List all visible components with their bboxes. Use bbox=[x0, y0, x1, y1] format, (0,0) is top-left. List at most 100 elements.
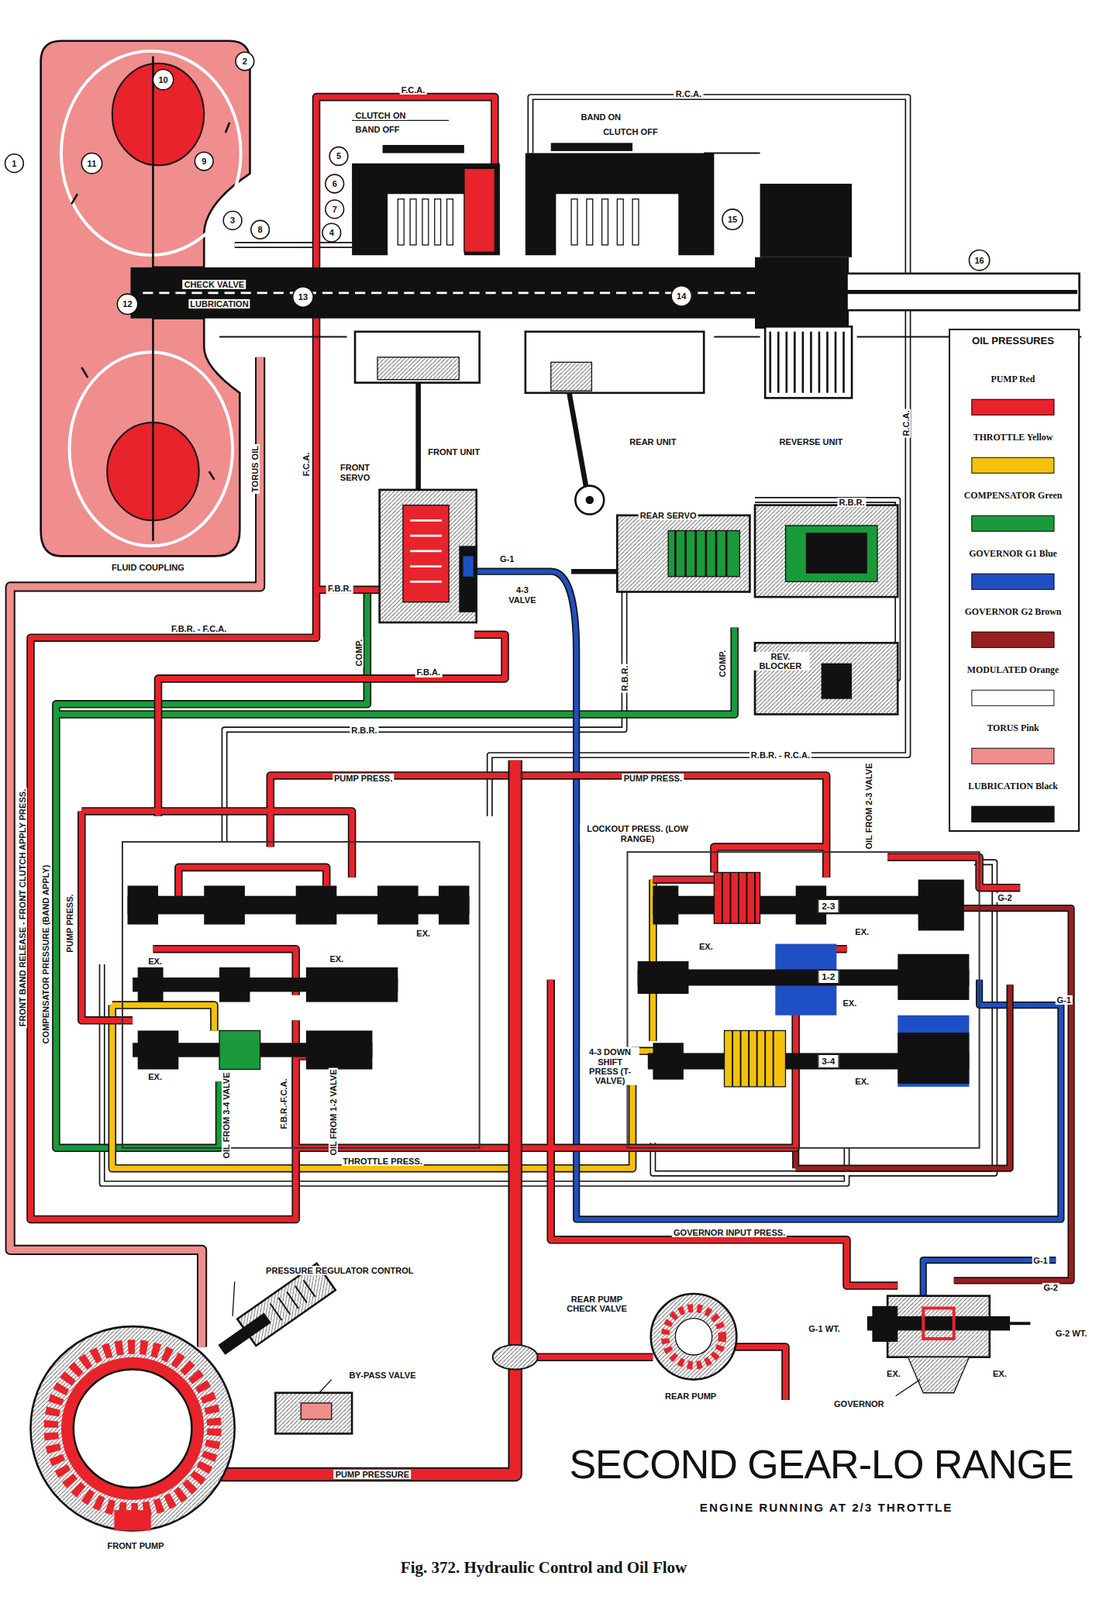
valve-number: 3-4 bbox=[821, 1055, 835, 1067]
part-label: F.C.A. bbox=[399, 85, 428, 95]
callout-number: 10 bbox=[158, 75, 168, 85]
part-label: PUMP PRESS. bbox=[622, 773, 684, 783]
part-label: PUMP PRESS. bbox=[332, 773, 394, 783]
callout-number: 4 bbox=[329, 227, 335, 238]
callout-number: 6 bbox=[332, 179, 338, 189]
part-label: BY-PASS VALVE bbox=[348, 1370, 418, 1380]
part-label: F.B.A. bbox=[414, 667, 442, 677]
part-label: EX. bbox=[327, 954, 345, 964]
part-label: CLUTCH OFF bbox=[601, 127, 660, 137]
valve-label: 3-4 bbox=[817, 1054, 839, 1069]
legend-text: MODULATED Orange bbox=[955, 665, 1072, 676]
part-label: REAR PUMP CHECK VALVE bbox=[554, 1294, 639, 1313]
part-label: THROTTLE PRESS. bbox=[341, 1156, 424, 1166]
callout-number: 1 bbox=[11, 158, 17, 169]
part-label: FRONT SERVO bbox=[330, 462, 380, 482]
legend-swatch bbox=[971, 515, 1055, 531]
part-label: G-2 bbox=[1041, 1282, 1059, 1293]
part-label: FLUID COUPLING bbox=[110, 562, 187, 573]
part-label: EX. bbox=[991, 1368, 1009, 1379]
part-label: F.B.R. bbox=[326, 583, 354, 593]
legend-swatch bbox=[971, 747, 1055, 764]
legend-swatch bbox=[971, 457, 1055, 473]
figure-caption: Fig. 372. Hydraulic Control and Oil Flow bbox=[400, 1557, 687, 1577]
part-label: GOVERNOR bbox=[832, 1399, 886, 1409]
part-label: EX. bbox=[697, 941, 715, 952]
part-label: EX. bbox=[853, 1076, 871, 1086]
part-label: PRESSURE REGULATOR CONTROL bbox=[264, 1265, 415, 1275]
part-label: F.C.A. bbox=[301, 451, 311, 479]
legend-text: THROTTLE Yellow bbox=[955, 432, 1072, 443]
part-label: CLUTCH ON bbox=[353, 110, 407, 121]
part-label: R.B.R. - R.C.A. bbox=[749, 750, 812, 760]
part-label: 4-3 DOWN SHIFT PRESS (T-VALVE) bbox=[580, 1047, 640, 1086]
part-label: EX. bbox=[841, 998, 859, 1008]
legend-text: COMPENSATOR Green bbox=[955, 490, 1072, 501]
part-label: G-2 WT. bbox=[1054, 1328, 1089, 1338]
callout-number: 7 bbox=[332, 204, 338, 214]
part-label: REAR UNIT bbox=[627, 437, 678, 447]
part-label: COMP. bbox=[717, 647, 728, 679]
part-label: COMPENSATOR PRESSURE (BAND APPLY) bbox=[41, 862, 51, 1045]
callout-number: 5 bbox=[336, 151, 342, 161]
part-label: G-1 bbox=[1031, 1254, 1049, 1265]
part-label: R.B.R. bbox=[349, 725, 379, 735]
legend-swatch bbox=[971, 689, 1055, 706]
part-label: LOCKOUT PRESS. (LOW RANGE) bbox=[579, 823, 696, 843]
callout-number: 12 bbox=[122, 299, 132, 309]
part-label: PUMP PRESS. bbox=[64, 892, 74, 955]
part-label: FRONT BAND RELEASE - FRONT CLUTCH APPLY … bbox=[17, 787, 28, 1028]
part-label: EX. bbox=[146, 956, 164, 966]
part-label: REV. BLOCKER bbox=[751, 651, 810, 671]
part-label: G-1 WT. bbox=[806, 1323, 842, 1334]
legend-text: LUBRICATION Black bbox=[955, 781, 1072, 792]
callout-number: 11 bbox=[87, 158, 97, 169]
part-label: OIL PRESSURES bbox=[970, 334, 1056, 346]
callout-number: 16 bbox=[974, 255, 984, 266]
callout-number: 9 bbox=[201, 156, 207, 166]
part-label: R.B.R. bbox=[619, 664, 629, 693]
valve-label: 2-3 bbox=[817, 899, 839, 914]
part-label: TORUS OIL bbox=[250, 444, 260, 494]
legend-text: PUMP Red bbox=[955, 374, 1072, 385]
legend-swatch bbox=[971, 631, 1055, 648]
diagram-title: SECOND GEAR-LO RANGE bbox=[568, 1440, 1073, 1488]
part-label: OIL FROM 1-2 VALVE bbox=[328, 1067, 338, 1157]
part-label: EX. bbox=[414, 928, 432, 938]
legend-swatch bbox=[971, 573, 1055, 590]
part-label: F.B.R. - F.C.A. bbox=[169, 623, 228, 634]
part-label: R.B.R. bbox=[837, 497, 866, 507]
part-label: F.B.R.-F.C.A. bbox=[279, 1077, 289, 1131]
part-label: FRONT UNIT bbox=[426, 447, 482, 457]
callout-number: 13 bbox=[298, 292, 308, 302]
callout-number: 15 bbox=[727, 214, 738, 224]
part-label: COMP. bbox=[354, 637, 364, 669]
part-label: R.C.A. bbox=[901, 409, 911, 438]
legend-swatch bbox=[971, 806, 1055, 822]
part-label: BAND ON bbox=[578, 112, 623, 122]
part-label: 4-3 VALVE bbox=[500, 585, 545, 604]
part-label: REAR PUMP bbox=[663, 1391, 718, 1401]
part-label: GOVERNOR INPUT PRESS. bbox=[671, 1227, 787, 1238]
part-label: OIL FROM 2-3 VALVE bbox=[864, 761, 874, 851]
part-label: R.C.A. bbox=[674, 89, 703, 99]
callout-number: 8 bbox=[258, 224, 263, 235]
part-label: LUBRICATION bbox=[188, 299, 250, 309]
part-label: FRONT PUMP bbox=[106, 1540, 166, 1551]
part-label: ENGINE RUNNING AT 2/3 THROTTLE bbox=[698, 1501, 955, 1515]
valve-number: 2-3 bbox=[821, 900, 835, 912]
part-label: PUMP PRESSURE bbox=[334, 1469, 412, 1479]
legend-text: TORUS Pink bbox=[955, 723, 1072, 734]
part-label: G-2 bbox=[995, 892, 1014, 903]
part-label: OIL FROM 3-4 VALVE bbox=[221, 1070, 231, 1160]
part-label: EX. bbox=[853, 926, 871, 937]
part-label: EX. bbox=[146, 1071, 164, 1082]
callout-number: 3 bbox=[230, 215, 235, 225]
part-label: REAR SERVO bbox=[638, 510, 699, 521]
part-label: G-1 bbox=[1055, 995, 1073, 1005]
part-label: CHECK VALVE bbox=[182, 279, 247, 290]
part-label: EX. bbox=[885, 1368, 903, 1379]
part-label: REVERSE UNIT bbox=[778, 437, 845, 447]
callout-number: 2 bbox=[242, 56, 248, 66]
